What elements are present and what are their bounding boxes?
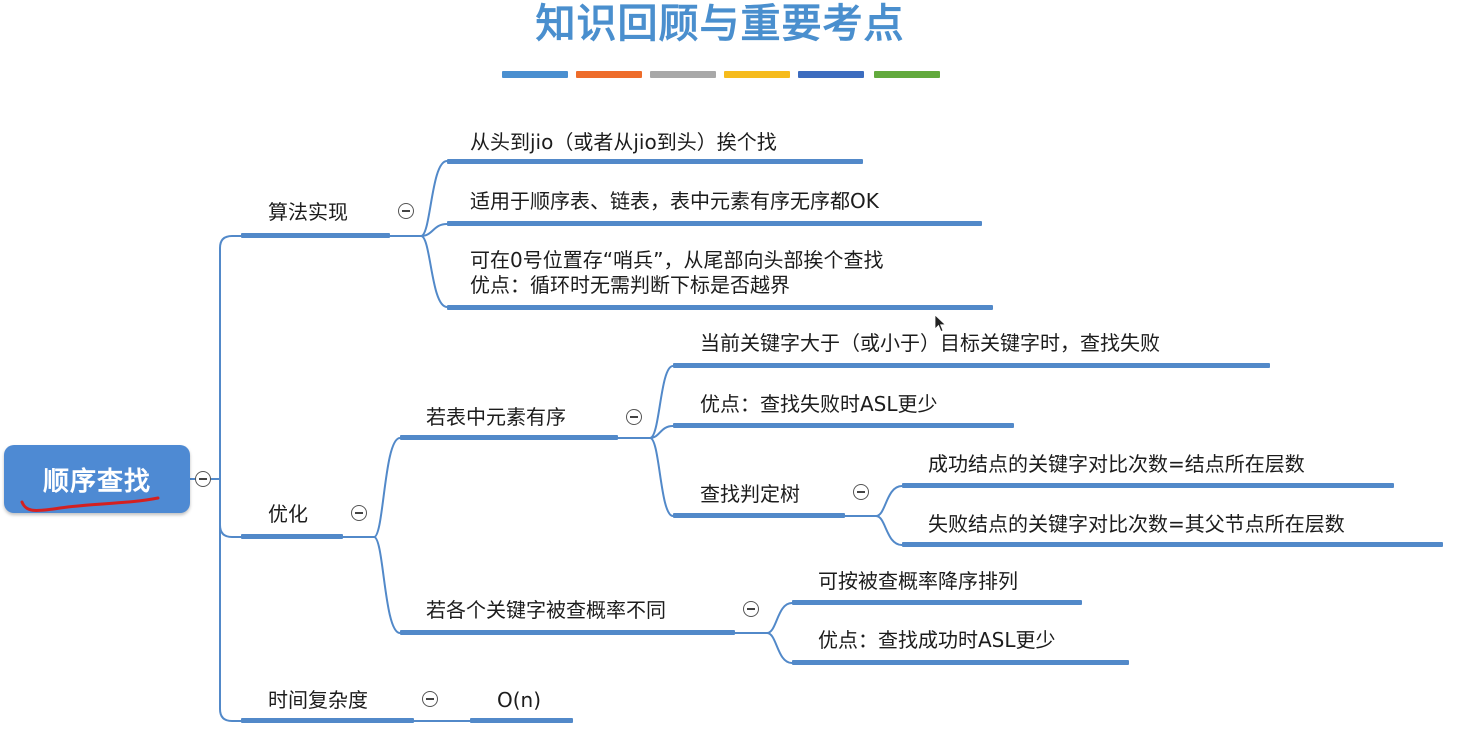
collapse-icon[interactable] [422, 691, 438, 707]
ordered-branch-line [400, 435, 618, 440]
title-color-bar-4 [724, 71, 790, 78]
probability-item-1-line [792, 600, 1082, 605]
collapse-icon[interactable] [853, 484, 869, 500]
algorithm-item-2: 适用于顺序表、链表，表中元素有序无序都OK [470, 189, 879, 213]
branch-algorithm-label: 算法实现 [268, 200, 348, 224]
mouse-cursor-icon [934, 314, 947, 333]
algorithm-item-3-advantage: 优点：循环时无需判断下标是否越界 [470, 273, 790, 297]
decision-tree-label: 查找判定树 [700, 482, 800, 506]
title-color-bar-1 [502, 71, 568, 78]
decision-tree-item-1: 成功结点的关键字对比次数=结点所在层数 [928, 452, 1305, 476]
algorithm-item-1-line [447, 159, 863, 164]
probability-item-2-line [792, 660, 1129, 665]
collapse-icon[interactable] [195, 471, 211, 487]
algorithm-item-3-line [447, 305, 993, 310]
collapse-icon[interactable] [398, 203, 414, 219]
branch-complexity-line [241, 718, 414, 723]
algorithm-item-2-line [447, 221, 982, 226]
ordered-branch-label: 若表中元素有序 [426, 405, 566, 429]
ordered-item-1: 当前关键字大于（或小于）目标关键字时，查找失败 [700, 331, 1160, 355]
collapse-icon[interactable] [626, 409, 642, 425]
branch-optimization-label: 优化 [268, 502, 308, 526]
probability-item-1: 可按被查概率降序排列 [818, 569, 1018, 593]
title-color-bar-6 [874, 71, 940, 78]
algorithm-item-1: 从头到jio（或者从jio到头）挨个找 [470, 130, 777, 154]
ordered-item-2-line [673, 423, 1014, 428]
probability-branch-label: 若各个关键字被查概率不同 [426, 598, 666, 622]
probability-branch-line [400, 630, 735, 635]
branch-optimization-line [241, 534, 343, 539]
branch-complexity-label: 时间复杂度 [268, 688, 368, 712]
probability-item-2: 优点：查找成功时ASL更少 [818, 628, 1056, 652]
title-color-bar-2 [576, 71, 642, 78]
decision-tree-item-1-line [902, 483, 1394, 488]
collapse-icon[interactable] [351, 505, 367, 521]
algorithm-item-3: 可在0号位置存“哨兵”，从尾部向头部挨个查找 [470, 248, 884, 272]
branch-algorithm-line [241, 233, 390, 238]
complexity-value-line [470, 718, 573, 723]
page-title: 知识回顾与重要考点 [535, 1, 905, 47]
decision-tree-item-2-line [902, 542, 1443, 547]
title-color-bar-5 [798, 71, 864, 78]
ordered-item-2: 优点：查找失败时ASL更少 [700, 392, 938, 416]
collapse-icon[interactable] [743, 601, 759, 617]
root-node[interactable]: 顺序查找 [4, 445, 190, 513]
ordered-item-1-line [673, 363, 1270, 368]
decision-tree-line [673, 513, 845, 518]
title-color-bar-3 [650, 71, 716, 78]
complexity-value: O(n) [497, 688, 542, 712]
root-label: 顺序查找 [42, 466, 151, 497]
decision-tree-item-2: 失败结点的关键字对比次数=其父节点所在层数 [928, 512, 1345, 536]
